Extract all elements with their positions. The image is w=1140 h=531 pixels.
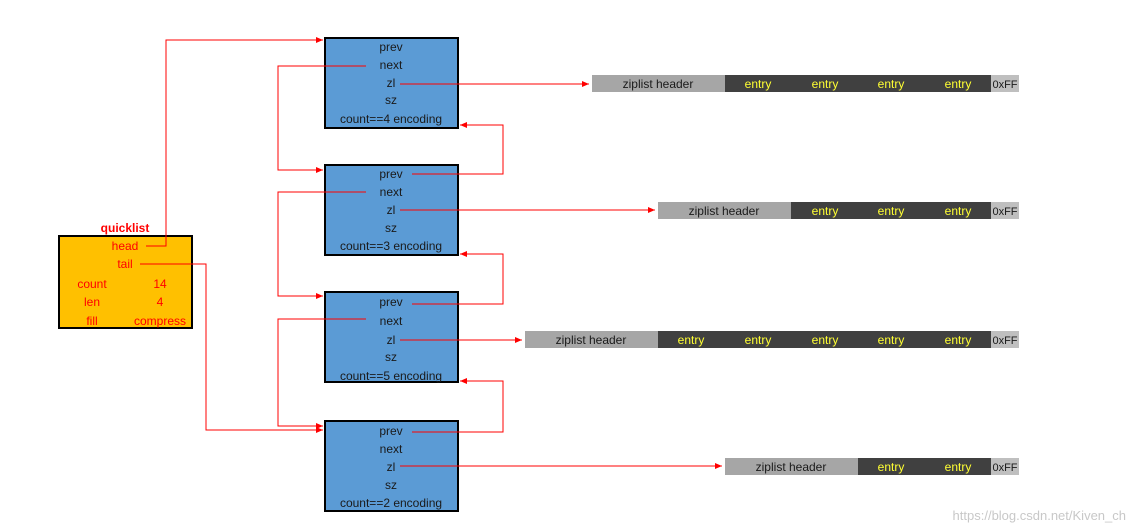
node-next-field: next <box>380 58 403 72</box>
quicklist-count-label: count <box>77 277 107 291</box>
ziplist-entry: entry <box>878 77 905 91</box>
node-count-encoding-field: count==4 encoding <box>340 112 442 126</box>
ziplist-entry: entry <box>745 333 772 347</box>
node3-next-arrow <box>277 318 366 429</box>
ziplist-entry: entry <box>812 204 839 218</box>
node-prev-field: prev <box>379 40 402 54</box>
node-prev-field: prev <box>379 295 402 309</box>
node-next-field: next <box>380 185 403 199</box>
node-sz-field: sz <box>385 93 397 107</box>
ziplist-entry: entry <box>945 460 972 474</box>
ziplist-end-marker: 0xFF <box>992 462 1017 474</box>
quicklist-count-value: 14 <box>153 277 167 291</box>
node-prev-field: prev <box>379 424 402 438</box>
ziplist-entry: entry <box>945 333 972 347</box>
node4-prev-arrow <box>412 378 504 433</box>
node-prev-field: prev <box>379 167 402 181</box>
node2-prev-arrow <box>412 122 504 175</box>
ziplist-4: ziplist header entry entry 0xFF <box>725 458 1019 475</box>
ziplist-entry: entry <box>745 77 772 91</box>
node-sz-field: sz <box>385 221 397 235</box>
node-count-encoding-field: count==5 encoding <box>340 369 442 383</box>
ziplist-end-marker: 0xFF <box>992 335 1017 347</box>
ziplist-end-marker: 0xFF <box>992 79 1017 91</box>
ziplist-entry: entry <box>812 77 839 91</box>
quicklist-box: head tail count 14 len 4 fill compress <box>58 235 193 329</box>
node-sz-field: sz <box>385 478 397 492</box>
node-next-field: next <box>380 442 403 456</box>
node3-prev-arrow <box>412 251 504 305</box>
quicklist-head-field: head <box>112 239 139 253</box>
quicklist-len-value: 4 <box>157 295 164 309</box>
ziplist-entry: entry <box>945 204 972 218</box>
tail-pointer-arrow <box>140 263 323 433</box>
ziplist-header: ziplist header <box>756 460 827 474</box>
node2-next-arrow <box>277 191 366 299</box>
ziplist-end-marker: 0xFF <box>992 206 1017 218</box>
watermark-text: https://blog.csdn.net/Kiven_ch <box>952 508 1126 523</box>
ziplist-header: ziplist header <box>689 204 760 218</box>
ziplist-entry: entry <box>945 77 972 91</box>
ziplist-2: ziplist header entry entry entry 0xFF <box>658 202 1019 219</box>
ziplist-entry: entry <box>678 333 705 347</box>
node-zl-field: zl <box>387 333 396 347</box>
ziplist-entry: entry <box>812 333 839 347</box>
node-count-encoding-field: count==2 encoding <box>340 496 442 510</box>
ziplist-entry: entry <box>878 460 905 474</box>
quicklist-node-3: prev next zl sz count==5 encoding <box>324 291 459 383</box>
quicklist-fill-field: fill <box>86 314 97 328</box>
ziplist-entry: entry <box>878 204 905 218</box>
node-next-field: next <box>380 314 403 328</box>
head-pointer-arrow <box>146 37 323 247</box>
node-count-encoding-field: count==3 encoding <box>340 239 442 253</box>
ziplist-1: ziplist header entry entry entry entry 0… <box>592 75 1019 92</box>
node-zl-field: zl <box>387 76 396 90</box>
quicklist-compress-field: compress <box>134 314 186 328</box>
quicklist-title: quicklist <box>101 221 150 235</box>
node-sz-field: sz <box>385 350 397 364</box>
quicklist-node-1: prev next zl sz count==4 encoding <box>324 37 459 129</box>
ziplist-header: ziplist header <box>623 77 694 91</box>
ziplist-3: ziplist header entry entry entry entry e… <box>525 331 1019 348</box>
quicklist-tail-field: tail <box>117 257 132 271</box>
ziplist-header: ziplist header <box>556 333 627 347</box>
ziplist-entry: entry <box>878 333 905 347</box>
quicklist-len-label: len <box>84 295 100 309</box>
node1-next-arrow <box>277 65 366 173</box>
node-zl-field: zl <box>387 460 396 474</box>
node-zl-field: zl <box>387 203 396 217</box>
